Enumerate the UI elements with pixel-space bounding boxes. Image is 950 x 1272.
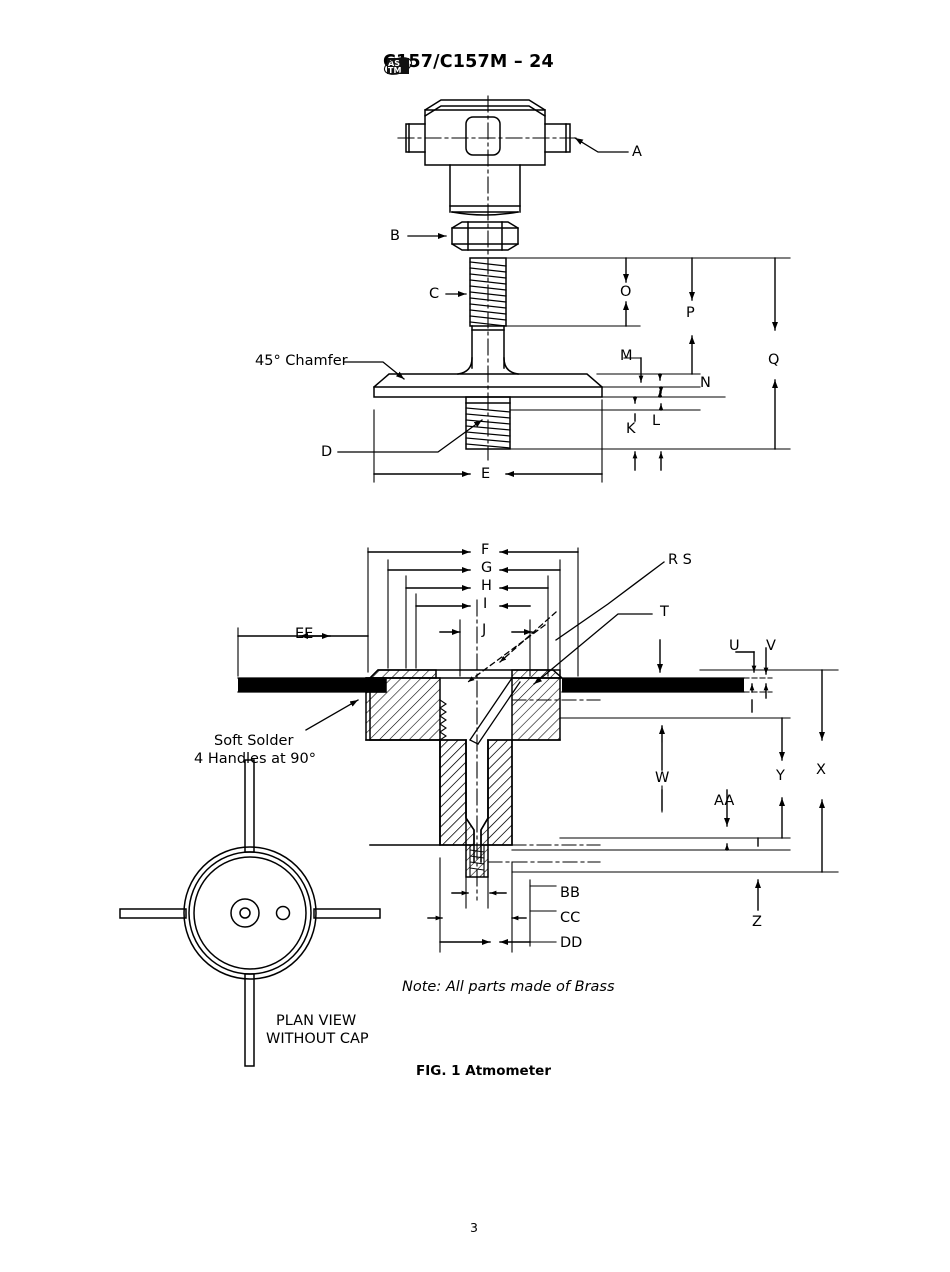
bottom-dim-extensions [439, 857, 531, 953]
label-z: Z [752, 914, 762, 930]
leader-soft-solder [305, 699, 359, 731]
label-y: Y [776, 768, 785, 784]
lower-section [237, 669, 745, 878]
label-n: N [700, 375, 711, 391]
label-u: U [729, 638, 740, 654]
soft-solder-note-line1: Soft Solder [214, 733, 294, 749]
label-a: A [632, 144, 642, 160]
svg-text:TM: TM [388, 66, 401, 75]
upper-dimension-arrows [623, 257, 778, 471]
de-dimension [337, 399, 603, 483]
label-k: K [626, 421, 636, 437]
label-dd: DD [560, 935, 583, 951]
chamfer-leader [343, 361, 405, 380]
page-number: 3 [470, 1220, 478, 1235]
hex-nut [451, 221, 519, 251]
label-m: M [620, 348, 633, 364]
label-rs: R S [668, 552, 692, 568]
label-p: P [686, 305, 695, 321]
document-header: AS TM C157/C157M – 24 [383, 52, 554, 75]
plan-view-label-line2: WITHOUT CAP [266, 1031, 369, 1047]
right-dim-extensions [511, 669, 839, 873]
label-j: J [482, 622, 487, 638]
standard-designation: C157/C157M – 24 [383, 52, 554, 72]
leader-t [533, 613, 653, 685]
label-w: W [655, 770, 670, 786]
label-ee: EE [295, 626, 314, 642]
figure-caption: FIG. 1 Atmometer [416, 1063, 551, 1079]
materials-note: Note: All parts made of Brass [402, 979, 615, 995]
leader-a [574, 137, 629, 153]
plan-view-label-line1: PLAN VIEW [276, 1013, 357, 1029]
label-d: D [321, 444, 333, 460]
bottom-dim-arrows [427, 890, 531, 945]
label-l: L [652, 413, 661, 429]
label-g: G [481, 560, 493, 576]
label-c: C [429, 286, 440, 302]
svg-text:AS: AS [388, 59, 400, 68]
label-o: O [620, 284, 632, 300]
label-bb: BB [560, 885, 580, 901]
soft-solder-note-line2: 4 Handles at 90° [194, 751, 317, 767]
label-e: E [481, 466, 491, 482]
lower-dim-extensions [367, 547, 579, 677]
label-h: H [481, 578, 492, 594]
label-q: Q [768, 352, 780, 368]
lower-dim-arrows [237, 549, 579, 639]
label-v: V [766, 638, 776, 654]
right-dim-arrows [659, 647, 825, 911]
label-b: B [390, 228, 400, 244]
plan-view [119, 759, 381, 1067]
label-aa: AA [714, 793, 735, 809]
label-cc: CC [560, 910, 581, 926]
leader-rs [467, 611, 557, 683]
label-t: T [660, 604, 669, 620]
chamfer-note: 45° Chamfer [255, 353, 348, 369]
astm-logo-icon: AS TM [383, 57, 413, 75]
label-i: I [483, 596, 488, 612]
label-f: F [481, 542, 490, 558]
upper-dimension-lines [505, 257, 791, 450]
label-x: X [816, 762, 826, 778]
